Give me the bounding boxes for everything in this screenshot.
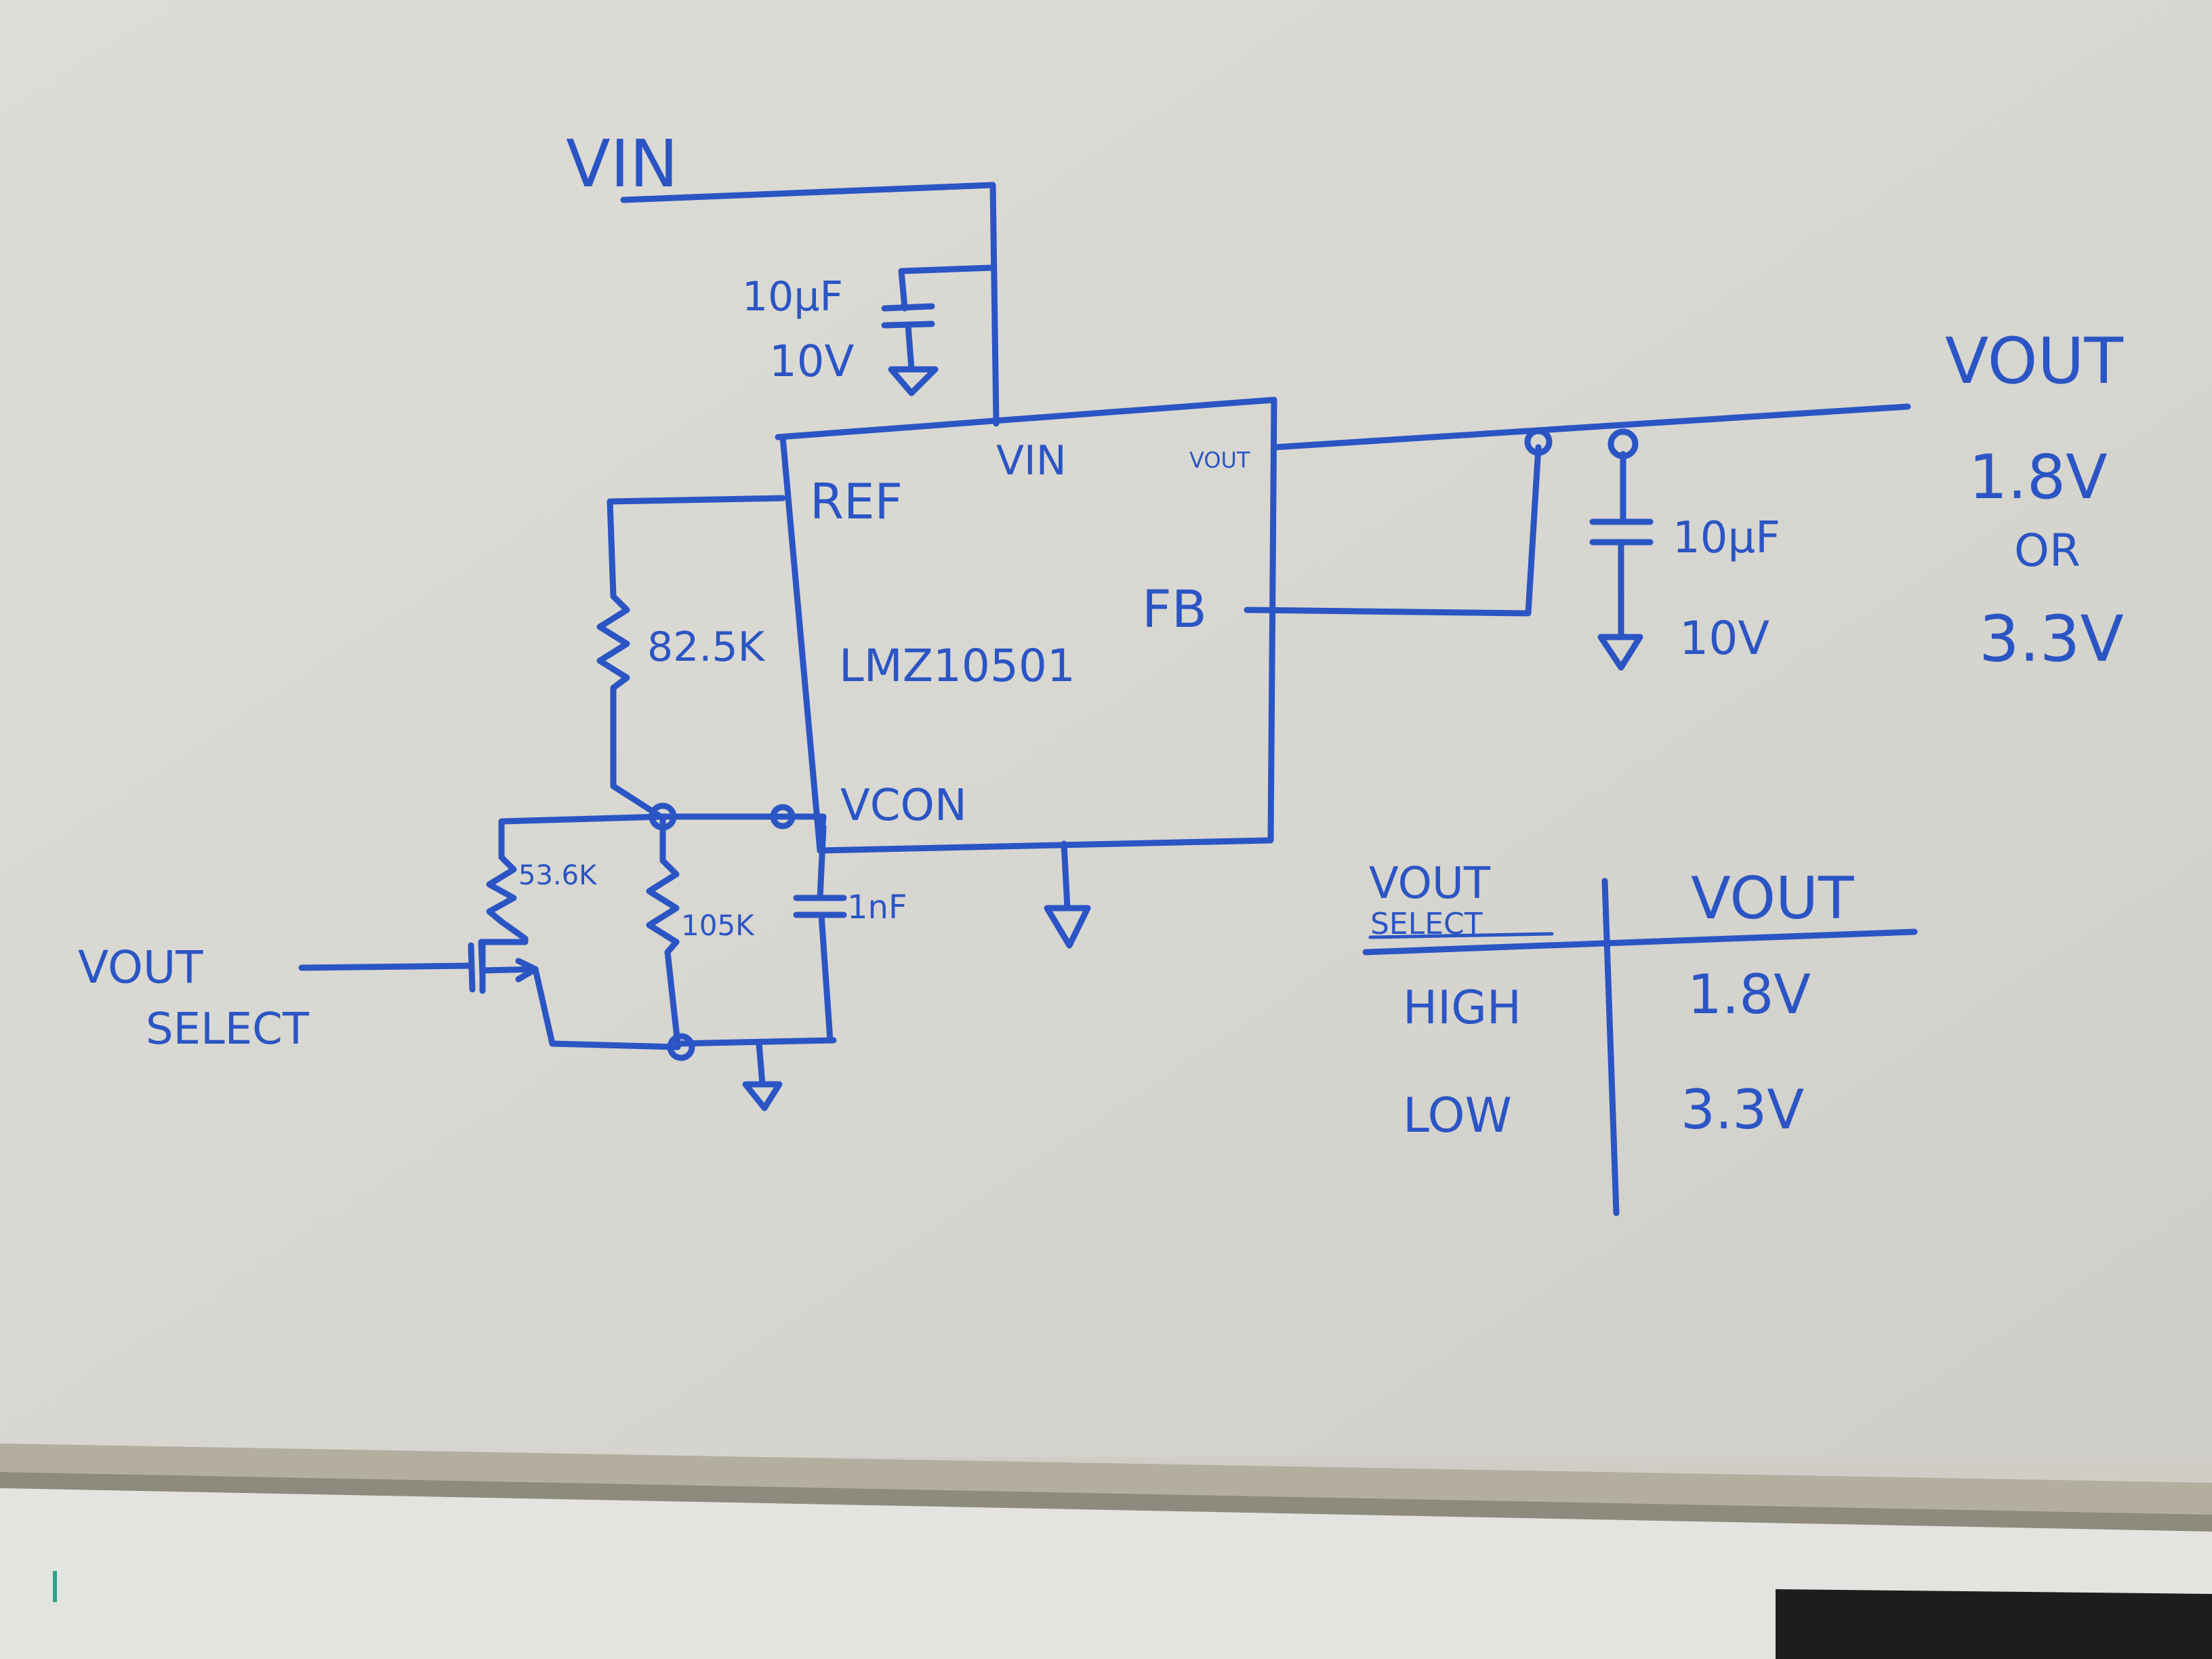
tray-shadow — [0, 1472, 2212, 1532]
input-cap-value: 10µF — [742, 273, 843, 321]
output-cap-value: 10µF — [1673, 513, 1780, 563]
pin-fb: FB — [1142, 579, 1207, 639]
bottom-ground-icon — [742, 1081, 783, 1111]
table-row-select: LOW — [1403, 1088, 1512, 1143]
fet-source-wire — [532, 966, 681, 1050]
vout-value-b: 3.3V — [1979, 602, 2124, 676]
pin-vcon: VCON — [840, 781, 967, 831]
table-vertical-line — [1601, 878, 1620, 1216]
table-header-left-line1: VOUT — [1369, 859, 1491, 909]
ic-ground-icon — [1044, 905, 1091, 949]
fb-wire — [1244, 444, 1542, 617]
vout-value-a: 1.8V — [1969, 442, 2108, 513]
table-horizontal-line — [1362, 928, 1918, 956]
select-label-line1: VOUT — [78, 941, 203, 994]
output-cap-ground-icon — [1597, 634, 1643, 671]
ic-body — [775, 396, 1277, 854]
table-row-select: HIGH — [1403, 981, 1521, 1035]
vin-rail-wire — [620, 182, 1000, 427]
r-ref-zigzag — [596, 593, 630, 691]
select-underline — [1368, 932, 1554, 939]
wall-ledge — [0, 1488, 2212, 1659]
table-header-left-line2: SELECT — [1370, 907, 1483, 941]
r-select-zigzag — [486, 854, 517, 925]
marker-tray — [0, 1443, 2212, 1515]
input-cap-lead — [898, 264, 996, 312]
table-row-vout: 3.3V — [1681, 1078, 1804, 1141]
r-bottom-lower-wire — [664, 949, 837, 1047]
input-cap-ground-icon — [888, 366, 939, 396]
dark-object — [1776, 1589, 2212, 1659]
pin-vin: VIN — [996, 437, 1067, 485]
c-vcon-lower-lead — [818, 912, 834, 1044]
schematic-drawing — [298, 182, 1918, 1216]
pin-vout: VOUT — [1189, 447, 1250, 473]
junction-dot — [770, 804, 796, 830]
ic-part-number: LMZ10501 — [839, 640, 1076, 692]
r-ref-lower-wire — [610, 684, 664, 820]
ic-ground-lead — [1061, 840, 1071, 912]
table-row-vout: 1.8V — [1687, 963, 1811, 1026]
r-bottom-value: 105K — [681, 909, 755, 942]
r-bottom-zigzag — [646, 857, 680, 956]
marker-smudge — [53, 1571, 57, 1602]
r-select-value: 53.6K — [518, 860, 598, 891]
ref-wire — [607, 495, 786, 600]
bottom-ground-lead — [756, 1040, 766, 1088]
whiteboard-surface — [0, 0, 2212, 1457]
select-label-line2: SELECT — [146, 1004, 310, 1054]
c-vcon-value: 1nF — [847, 888, 907, 926]
r-select-top-wire — [498, 813, 666, 861]
vin-label: VIN — [566, 126, 678, 202]
vout-wire — [1271, 403, 1911, 451]
vout-label: VOUT — [1945, 325, 2123, 398]
pin-ref: REF — [810, 473, 903, 530]
c-vcon-lead — [817, 823, 827, 901]
table-header-right: VOUT — [1691, 865, 1854, 933]
input-cap-ground-lead — [905, 322, 915, 373]
schematic-labels: VIN 10µF 10V VIN VOUT REF LMZ10501 FB VC… — [78, 126, 2124, 1143]
r-ref-value: 82.5K — [647, 623, 766, 671]
vout-or: OR — [2014, 525, 2081, 577]
output-cap-voltage: 10V — [1679, 612, 1769, 665]
input-cap-voltage: 10V — [769, 337, 854, 387]
junction-dot — [667, 1033, 695, 1061]
select-gate-wire — [298, 962, 474, 971]
